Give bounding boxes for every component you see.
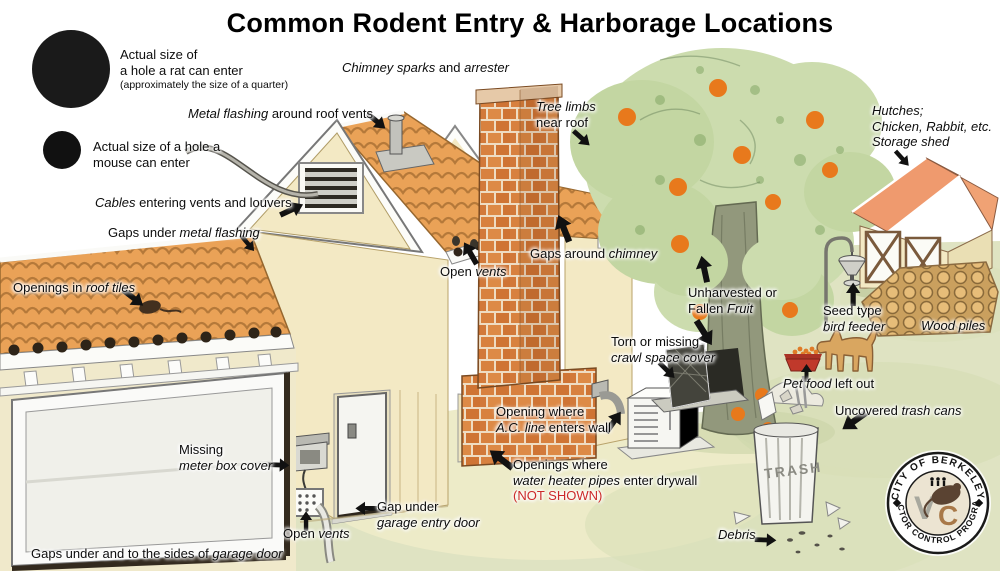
- ac-unit: [591, 379, 716, 460]
- eave-beam: [0, 362, 299, 397]
- mouse-hole-circle: [43, 131, 81, 169]
- debris-bits: [787, 531, 845, 554]
- milk-carton: [757, 391, 777, 421]
- seal-monogram-c: C: [938, 500, 958, 531]
- page-title: Common Rodent Entry & Harborage Location…: [226, 8, 834, 38]
- louver-vent: [298, 162, 364, 214]
- label-pet-food: Pet food left out: [783, 376, 875, 391]
- city-seal: CITY OF BERKELEY VECTOR CONTROL PROGRAM …: [885, 450, 991, 556]
- label-gaps-chimney: Gaps around chimney: [530, 246, 658, 261]
- fruit-tree: [570, 48, 896, 436]
- roof-tile-openings-left: [8, 326, 282, 356]
- wood-pile: [861, 261, 999, 337]
- wall-panel-lines: [399, 390, 437, 512]
- label-openings-roof-tiles: Openings in roof tiles: [13, 280, 136, 295]
- seal-figures: [930, 477, 946, 486]
- house: [0, 83, 653, 571]
- label-hutches: Hutches;Chicken, Rabbit, etc.Storage she…: [872, 103, 992, 150]
- dog: [816, 326, 878, 372]
- label-open-vents-upper: Open vents: [440, 264, 507, 279]
- arrow-icon: [891, 147, 914, 170]
- pet-food-bowl: [784, 346, 822, 372]
- garage-door: [11, 371, 290, 571]
- label-metal-flashing: Metal flashing around roof vents: [188, 106, 374, 121]
- tree-fruits: [618, 79, 838, 320]
- label-gaps-metal-flashing: Gaps under metal flashing: [108, 225, 260, 240]
- label-gaps-garage-door: Gaps under and to the sides of garage do…: [31, 546, 283, 561]
- chimney: [461, 83, 597, 467]
- legend-rat-note: (approximately the size of a quarter): [120, 79, 289, 91]
- roof-vent-pipe: [375, 114, 435, 173]
- garage-fascia: [0, 333, 295, 371]
- rat-silhouette: [139, 300, 182, 314]
- rat-hole-circle: [32, 30, 110, 108]
- rafters: [23, 353, 273, 388]
- crawl-space-cover: [650, 343, 750, 413]
- meter-box: [292, 432, 330, 513]
- metal-flashing-strip: [0, 232, 253, 263]
- label-uncovered-trash: Uncovered trash cans: [835, 403, 962, 418]
- lower-wall-vent: [292, 488, 336, 564]
- bird-feeder: [824, 236, 866, 332]
- garage-entry-door: [331, 389, 393, 525]
- label-wood-piles: Wood piles: [921, 318, 986, 333]
- seal-rat-icon: [923, 483, 961, 518]
- label-debris: Debris: [718, 527, 756, 542]
- label-cables: Cables entering vents and louvers: [95, 195, 292, 210]
- label-open-vents-lower: Open vents: [283, 526, 350, 541]
- trash-can-text: TRASH: [763, 459, 823, 482]
- label-chimney-sparks: Chimney sparks and arrester: [342, 60, 509, 75]
- wall-vent-hole: [452, 236, 460, 246]
- trash-can: TRASH: [733, 375, 852, 530]
